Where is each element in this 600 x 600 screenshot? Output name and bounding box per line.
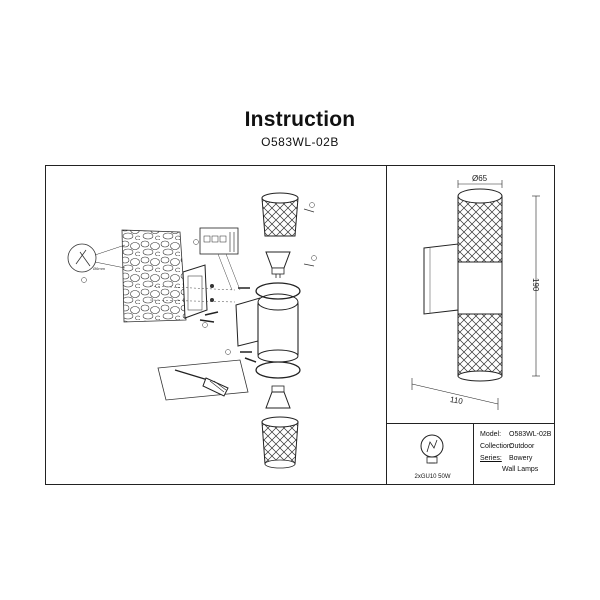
spec-column-divider (473, 423, 474, 485)
gasket-ring (255, 282, 301, 379)
page-title: Instruction (244, 108, 356, 131)
spec-type-value: Wall Lamps (502, 466, 539, 473)
spec-divider (386, 423, 555, 424)
svg-text:Ø6mm: Ø6mm (93, 266, 106, 271)
screwdriver-icon (157, 359, 249, 401)
spec-series-label: Series: (480, 455, 502, 462)
spec-model-value: O583WL-02B (509, 431, 552, 438)
lamp-symbol-icon (420, 434, 444, 464)
spec-collection-value: Outdoor (509, 443, 535, 450)
wall-anchor-icon: Ø6mm (67, 243, 126, 283)
dim-diameter: Ø65 (472, 174, 488, 183)
dim-height: 190 (531, 278, 540, 292)
step-markers (202, 202, 317, 355)
lamp-rating: 2xGU10 50W (414, 474, 451, 480)
spec-model-label: Model: (480, 431, 502, 438)
spec-series-value: Bowery (509, 455, 533, 462)
instruction-frame (45, 165, 555, 485)
model-code: O583WL-02B (261, 135, 339, 149)
connector-block-icon (193, 227, 241, 291)
stone-wall (121, 229, 187, 323)
lower-shade (261, 416, 299, 469)
spec-collection-label: Collection: (480, 443, 513, 450)
panel-divider (386, 165, 387, 485)
screw-icon (199, 287, 257, 363)
bulb-icon (265, 251, 291, 409)
mounting-plate (149, 264, 236, 319)
elevation-drawing (411, 180, 540, 410)
upper-shade (261, 192, 299, 237)
